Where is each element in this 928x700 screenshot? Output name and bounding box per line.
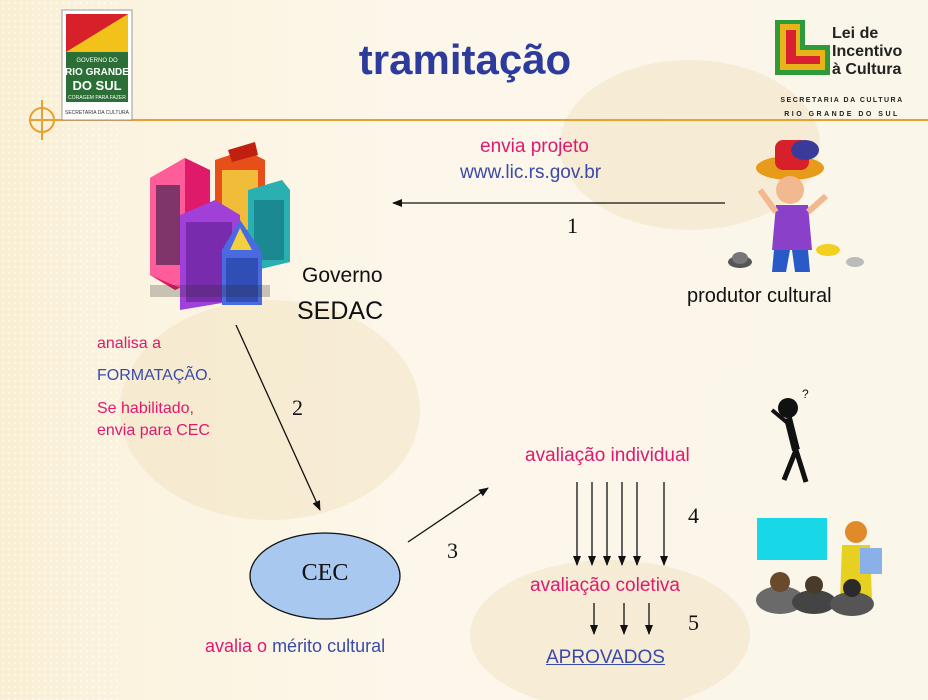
- producer-label: produtor cultural: [687, 285, 832, 307]
- meeting-clipart: [756, 518, 882, 616]
- logo-text: à Cultura: [832, 61, 901, 78]
- thinking-person-clipart: ?: [770, 387, 809, 483]
- merit-caption: avalia o mérito cultural: [205, 636, 385, 657]
- logo-text: DO SUL: [72, 78, 121, 93]
- step-number: 5: [688, 610, 699, 635]
- rio-grande-do-sul-logo: GOVERNO DO RIO GRANDE DO SUL CORAGEM PAR…: [61, 9, 133, 121]
- merito-label: mérito cultural: [272, 636, 386, 656]
- buildings-clipart: [150, 142, 290, 310]
- formatacao-label: FORMATAÇÃO.: [97, 367, 212, 384]
- aprovados-wrapper: APROVADOS: [546, 647, 665, 669]
- cec-label: CEC: [301, 560, 349, 586]
- cec-ellipse: [249, 532, 401, 620]
- background-pill: [120, 300, 420, 520]
- logo-text: GOVERNO DO: [76, 58, 118, 64]
- individual-evaluation-label: avaliação individual: [525, 445, 690, 466]
- logo-text: Lei de: [832, 25, 878, 42]
- aprovados-link[interactable]: APROVADOS: [546, 647, 665, 668]
- producer-clipart: [728, 140, 864, 272]
- logo-text: Incentivo: [832, 43, 902, 60]
- logo-text: RIO GRANDE: [65, 67, 129, 78]
- logo-text: RIO GRANDE DO SUL: [784, 111, 900, 118]
- step-number: 2: [292, 395, 303, 420]
- logo-text: SECRETARIA DA CULTURA: [780, 97, 903, 104]
- logo-text: SECRETARIA DA CULTURA: [65, 110, 130, 116]
- logo-text: CORAGEM PARA FAZER: [68, 95, 126, 101]
- governo-label: Governo: [302, 264, 383, 287]
- collective-evaluation-label: avaliação coletiva: [530, 575, 680, 596]
- step-number: 1: [567, 213, 578, 238]
- step-number: 4: [688, 503, 699, 528]
- collective-evaluation-arrows: [590, 603, 653, 635]
- step-number: 3: [447, 538, 458, 563]
- habilitado-label: Se habilitado,: [97, 400, 194, 417]
- envia-cec-label: envia para CEC: [97, 422, 210, 439]
- avalia-label: avalia o: [205, 636, 268, 656]
- lei-de-incentivo-logo: Lei de Incentivo à Cultura SECRETARIA DA…: [775, 20, 903, 118]
- url-label: www.lic.rs.gov.br: [460, 162, 602, 183]
- individual-evaluation-arrows: [573, 482, 668, 566]
- sedac-label: SEDAC: [297, 297, 384, 325]
- svg-text:?: ?: [802, 387, 809, 401]
- background-pill: [470, 560, 750, 700]
- analisa-label: analisa a: [97, 335, 162, 352]
- arrow-step-2: [235, 324, 321, 511]
- arrow-step-3: [407, 487, 489, 543]
- envia-projeto-label: envia projeto: [480, 136, 589, 157]
- page-title: tramitação: [358, 36, 572, 83]
